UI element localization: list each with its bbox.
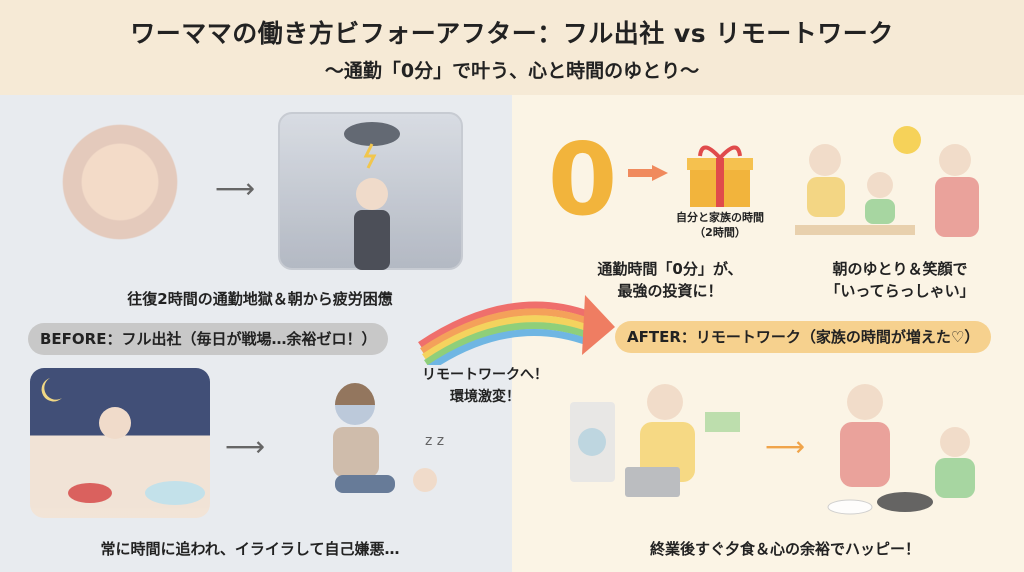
caption-line: 最強の投資に！ (617, 282, 723, 300)
gift-sublabel: （2時間） (694, 226, 746, 239)
family-breakfast-illustration (795, 115, 1005, 250)
caption-line: 朝のゆとり＆笑顔で (832, 260, 968, 278)
arrow-right-icon: ⟶ (215, 172, 256, 205)
transition-text: リモートワークへ！ 環境激変！ (420, 364, 550, 408)
stressed-mother-illustration (30, 110, 210, 270)
exhausted-mother-illustration: z z (295, 375, 460, 515)
before-label: BEFORE：フル出社（毎日が戦場…余裕ゼロ！） (28, 323, 389, 355)
after-caption-bottom: 終業後すぐ夕食＆心の余裕でハッピー！ (649, 540, 920, 558)
caption-line: 「いってらっしゃい」 (825, 282, 975, 300)
before-caption-bottom: 常に時間に追われ、イライラして自己嫌悪… (100, 540, 400, 558)
page-subtitle: 〜通勤「0分」で叶う、心と時間のゆとり〜 (324, 60, 700, 82)
arrow-right-icon (628, 165, 668, 181)
transition-line-2: 環境激変！ (450, 389, 520, 405)
after-caption-invest: 通勤時間「0分」が、 最強の投資に！ (575, 258, 765, 302)
page-title: ワーママの働き方ビフォーアフター：フル出社 vs リモートワーク (130, 19, 894, 48)
after-label: AFTER：リモートワーク（家族の時間が増えた♡） (615, 321, 992, 353)
before-caption-top: 往復2時間の通勤地獄＆朝から疲労困憊 (127, 290, 393, 308)
header: ワーママの働き方ビフォーアフター：フル出社 vs リモートワーク 〜通勤「0分」… (0, 0, 1024, 95)
rainbow-arrow-icon (418, 295, 615, 365)
gift-label: 自分と家族の時間 (676, 211, 764, 224)
gift-caption: 自分と家族の時間 （2時間） (655, 210, 785, 240)
arrow-right-icon: ⟶ (225, 430, 266, 463)
caption-line: 通勤時間「0分」が、 (597, 260, 743, 278)
remote-work-illustration (570, 372, 745, 517)
zero-clock-icon: 0 (547, 121, 618, 238)
gift-box-icon (687, 145, 753, 207)
svg-text:z z: z z (425, 433, 444, 449)
crowded-train-illustration (278, 112, 463, 270)
night-cooking-illustration (30, 368, 210, 518)
family-dinner-illustration (810, 372, 1005, 522)
transition-line-1: リモートワークへ！ (422, 367, 548, 383)
after-caption-morning: 朝のゆとり＆笑顔で 「いってらっしゃい」 (810, 258, 990, 302)
arrow-right-icon: ⟶ (765, 430, 806, 463)
